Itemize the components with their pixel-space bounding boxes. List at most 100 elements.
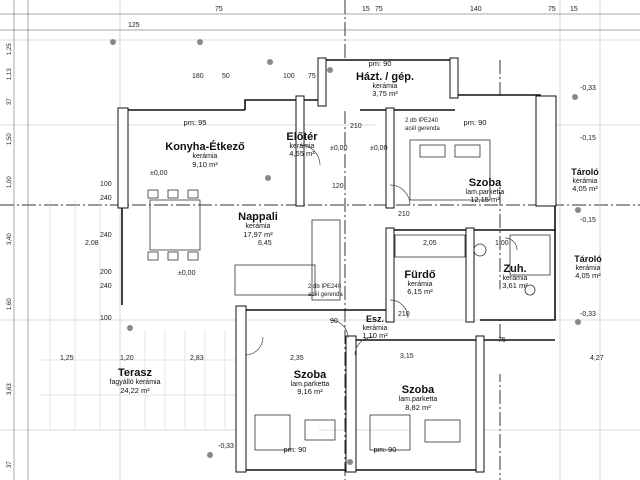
dining-set bbox=[147, 189, 201, 261]
room-area-esz: 1,10 m² bbox=[362, 331, 388, 340]
room-material-eloter: kerámia bbox=[290, 143, 315, 150]
terrace-hatch bbox=[40, 200, 240, 430]
room-area-nappali: 17,97 m² bbox=[243, 230, 273, 239]
room-pm-hazt: pm: 90 bbox=[369, 59, 392, 68]
dim-inner-12: 100 bbox=[100, 315, 112, 322]
vent-icon bbox=[267, 59, 273, 65]
room-area-konyha: 9,10 m² bbox=[192, 160, 218, 169]
level-eloter: ±0,00 bbox=[330, 145, 348, 152]
beam-notes: 2 db IPE240 acél gerenda 2 db IPE240 acé… bbox=[308, 118, 440, 298]
dim-inner-7: 100 bbox=[100, 181, 112, 188]
room-pm-szoba2: pm: 90 bbox=[284, 445, 307, 454]
dim-left-0: 1,25 bbox=[7, 43, 13, 55]
dim-inner-1: 50 bbox=[222, 73, 230, 80]
wall-blocks bbox=[117, 57, 557, 473]
dim-inner-8: 240 bbox=[100, 195, 112, 202]
room-material-tarolo2: kerámia bbox=[576, 265, 601, 272]
room-name-szoba3: Szoba bbox=[402, 384, 435, 396]
vent-icon bbox=[110, 39, 116, 45]
room-material-furdo: kerámia bbox=[408, 281, 433, 288]
room-area-szoba2: 9,16 m² bbox=[297, 387, 323, 396]
room-name-terasz: Terasz bbox=[118, 367, 153, 379]
room-material-szoba3: lam.parketta bbox=[399, 396, 438, 403]
dim-inner-15: 2,05 bbox=[423, 240, 437, 247]
beam-note-2b: acél gerenda bbox=[308, 292, 343, 298]
level-nappali: ±0,00 bbox=[178, 270, 196, 277]
top-dimensions: 125 75 15 75 140 75 15 bbox=[0, 6, 640, 31]
dim-inner-0: 180 bbox=[192, 73, 204, 80]
dim-top-0: 125 bbox=[128, 22, 140, 29]
dim-inner-6: 120 bbox=[332, 183, 344, 190]
room-material-tarolo1: kerámia bbox=[573, 178, 598, 185]
bed-room1 bbox=[409, 139, 491, 201]
dim-left-7: 3,40 bbox=[7, 233, 13, 245]
room-material-hazt: kerámia bbox=[373, 83, 398, 90]
room-name-esz: Esz. bbox=[366, 314, 384, 324]
room-name-szoba1: Szoba bbox=[469, 177, 502, 189]
dim-left-5: 1,00 bbox=[7, 176, 13, 188]
dim-inner-10: 200 bbox=[100, 269, 112, 276]
dim-top-10: 15 bbox=[570, 6, 578, 13]
dim-inner-22: 75 bbox=[498, 337, 506, 344]
room-labels: Konyha-Étkező kerámia 9,10 m² pm: 95 Elő… bbox=[110, 59, 603, 454]
dim-inner-27: 1,25 bbox=[60, 355, 74, 362]
level-outside-b: -0,33 bbox=[218, 443, 234, 450]
level-tarolo1: -0,15 bbox=[580, 135, 596, 142]
vent-icon bbox=[197, 39, 203, 45]
desks bbox=[254, 414, 461, 451]
room-area-tarolo2: 4,05 m² bbox=[575, 271, 601, 280]
level-konyha: ±0,00 bbox=[150, 170, 168, 177]
sofa bbox=[234, 219, 341, 301]
dim-top-1: 75 bbox=[215, 6, 223, 13]
dim-left-12: 37 bbox=[7, 461, 13, 468]
vent-icon bbox=[265, 175, 271, 181]
dim-top-8: 140 bbox=[470, 6, 482, 13]
bathroom-fixtures bbox=[394, 234, 551, 296]
dim-left-1: 1,13 bbox=[7, 68, 13, 80]
room-material-szoba1: lam.parketta bbox=[466, 189, 505, 196]
dim-left-11: 3,63 bbox=[7, 383, 13, 395]
vent-symbols bbox=[110, 39, 581, 465]
dim-inner-26: 1,20 bbox=[120, 355, 134, 362]
room-material-nappali: kerámia bbox=[246, 223, 271, 230]
room-area-furdo: 6,15 m² bbox=[407, 287, 433, 296]
dim-left-3: 1,50 bbox=[7, 133, 13, 145]
dim-inner-5: 210 bbox=[398, 211, 410, 218]
level-outside-tr: -0,33 bbox=[580, 85, 596, 92]
room-area-eloter: 4,65 m² bbox=[289, 149, 315, 158]
vent-icon bbox=[347, 459, 353, 465]
dim-inner-28: 3,15 bbox=[400, 353, 414, 360]
vent-icon bbox=[207, 452, 213, 458]
beam-note-2: 2 db IPE240 bbox=[308, 284, 342, 290]
vent-icon bbox=[575, 207, 581, 213]
room-area-tarolo1: 4,05 m² bbox=[572, 184, 598, 193]
door-swings bbox=[244, 144, 518, 356]
room-material-szoba2: lam.parketta bbox=[291, 381, 330, 388]
vent-icon bbox=[575, 319, 581, 325]
room-pm-szoba1: pm: 90 bbox=[464, 118, 487, 127]
dim-top-2: 15 bbox=[362, 6, 370, 13]
level-tarolo2: -0,15 bbox=[580, 217, 596, 224]
dim-top-3: 75 bbox=[375, 6, 383, 13]
dim-inner-14: 6,45 bbox=[258, 240, 272, 247]
level-markers: ±0,00 ±0,00 ±0,00 ±0,00 -0,15 -0,15 -0,3… bbox=[150, 85, 596, 450]
room-pm-szoba3: pm: 90 bbox=[374, 445, 397, 454]
room-name-tarolo2: Tároló bbox=[574, 254, 602, 264]
room-area-hazt: 3,75 m² bbox=[372, 89, 398, 98]
beam-note-1: 2 db IPE240 bbox=[405, 118, 439, 124]
room-name-konyha: Konyha-Étkező bbox=[165, 140, 245, 153]
vent-icon bbox=[572, 94, 578, 100]
dim-inner-25: 2,83 bbox=[190, 355, 204, 362]
inner-dimensions: 180 50 100 75 210 210 120 100 240 240 20… bbox=[60, 73, 604, 362]
dim-top-9: 75 bbox=[548, 6, 556, 13]
room-name-hazt: Házt. / gép. bbox=[356, 71, 414, 83]
room-name-szoba2: Szoba bbox=[294, 369, 327, 381]
vent-icon bbox=[327, 67, 333, 73]
dim-inner-2: 100 bbox=[283, 73, 295, 80]
dim-inner-11: 240 bbox=[100, 283, 112, 290]
room-area-zuh: 3,61 m² bbox=[502, 281, 528, 290]
dim-inner-3: 75 bbox=[308, 73, 316, 80]
dim-inner-9: 240 bbox=[100, 232, 112, 239]
dim-inner-32: 4,27 bbox=[590, 355, 604, 362]
